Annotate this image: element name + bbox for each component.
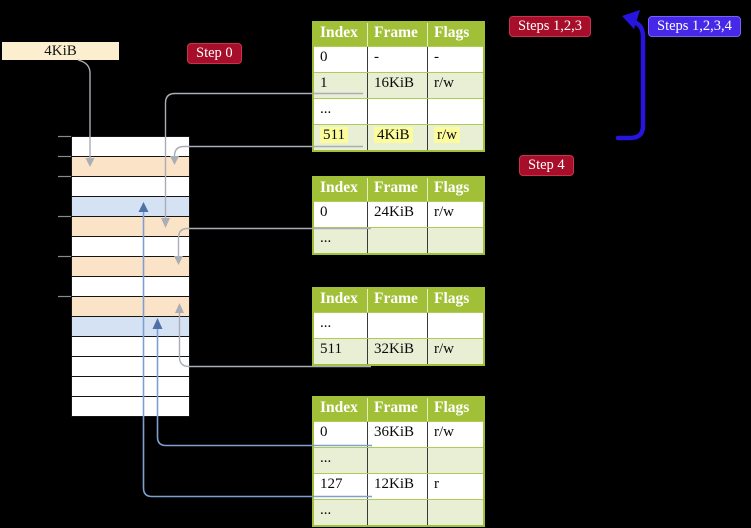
badge-step-4: Step 4 (519, 155, 574, 176)
memory-frame-row-1 (72, 157, 189, 177)
table-row: 511 4KiB r/w (314, 124, 483, 150)
highlighted-value: 4KiB (374, 127, 413, 143)
arrowhead-left-icon (622, 10, 640, 29)
table-cell: r/w (427, 202, 483, 227)
memory-frame-row-2 (72, 177, 189, 197)
table-cell: - (367, 47, 427, 72)
table-cell (367, 448, 427, 473)
badge-step-0: Step 0 (187, 43, 242, 64)
table-cell: 16KiB (367, 73, 427, 98)
header-cell-index: Index (320, 179, 358, 196)
table-cell: ... (320, 230, 332, 246)
steps-loop-arrow (615, 19, 646, 141)
table-cell (427, 500, 483, 525)
memory-frame-row-7 (72, 277, 189, 297)
table-cell: r/w (427, 422, 483, 447)
memory-frame-row-6 (72, 257, 189, 277)
header-cell-frame: Frame (367, 398, 427, 421)
header-cell-flags: Flags (427, 23, 483, 46)
table-cell: - (427, 47, 483, 72)
table-cell: 127 (320, 476, 343, 492)
table-cell (367, 500, 427, 525)
table-cell: 36KiB (367, 422, 427, 447)
table-row: ... (314, 447, 483, 473)
table-cell: ... (320, 101, 332, 117)
table-cell: ... (320, 450, 332, 466)
memory-frame-row-4 (72, 217, 189, 237)
table-row: ... (314, 499, 483, 525)
physical-memory-strip (71, 136, 190, 417)
table-cell: ... (320, 315, 332, 331)
badge-steps-1-2-3-4: Steps 1,2,3,4 (648, 16, 741, 37)
table-cell: 24KiB (367, 202, 427, 227)
memory-frame-row-12 (72, 377, 189, 397)
table-cell (427, 228, 483, 253)
memory-frame-row-9 (72, 317, 189, 337)
memory-frame-row-10 (72, 337, 189, 357)
memory-frame-row-5 (72, 237, 189, 257)
table-row: ... (314, 98, 483, 124)
frame-size-box: 4KiB (2, 42, 119, 60)
table-cell (427, 313, 483, 338)
table-row: 0 -- (314, 46, 483, 72)
table-row: ... (314, 227, 483, 253)
table-cell: r/w (427, 339, 483, 364)
header-cell-index: Index (320, 290, 358, 307)
table-cell: 0 (320, 424, 328, 440)
table-cell: 12KiB (367, 474, 427, 499)
header-cell-flags: Flags (427, 178, 483, 201)
table-cell (427, 99, 483, 124)
table-cell (367, 99, 427, 124)
highlighted-value: 511 (320, 127, 348, 143)
header-cell-frame: Frame (367, 289, 427, 312)
table-cell: ... (320, 502, 332, 518)
table-cell: 511 (314, 125, 367, 150)
memory-frame-row-3 (72, 197, 189, 217)
table-cell (427, 448, 483, 473)
table-cell: r (427, 474, 483, 499)
memory-frame-row-13 (72, 397, 189, 416)
highlighted-value: r/w (434, 127, 460, 143)
table-cell (367, 313, 427, 338)
header-cell-flags: Flags (427, 398, 483, 421)
table-row: ... (314, 312, 483, 338)
header-cell-frame: Frame (367, 23, 427, 46)
table-cell: 32KiB (367, 339, 427, 364)
table-cell: 0 (320, 204, 328, 220)
memory-frame-row-11 (72, 357, 189, 377)
header-cell-index: Index (320, 399, 358, 416)
table-cell: 0 (320, 49, 328, 65)
header-cell-index: Index (320, 24, 358, 41)
table-cell: 4KiB (367, 125, 427, 150)
header-cell-flags: Flags (427, 289, 483, 312)
table-cell: r/w (427, 125, 483, 150)
memory-frame-row-0 (72, 137, 189, 157)
table-cell (367, 228, 427, 253)
table-cell: r/w (427, 73, 483, 98)
header-cell-frame: Frame (367, 178, 427, 201)
table-cell: 1 (320, 75, 328, 91)
badge-steps-1-2-3: Steps 1,2,3 (509, 16, 592, 37)
memory-frame-row-8 (72, 297, 189, 317)
table-cell: 511 (320, 341, 342, 357)
